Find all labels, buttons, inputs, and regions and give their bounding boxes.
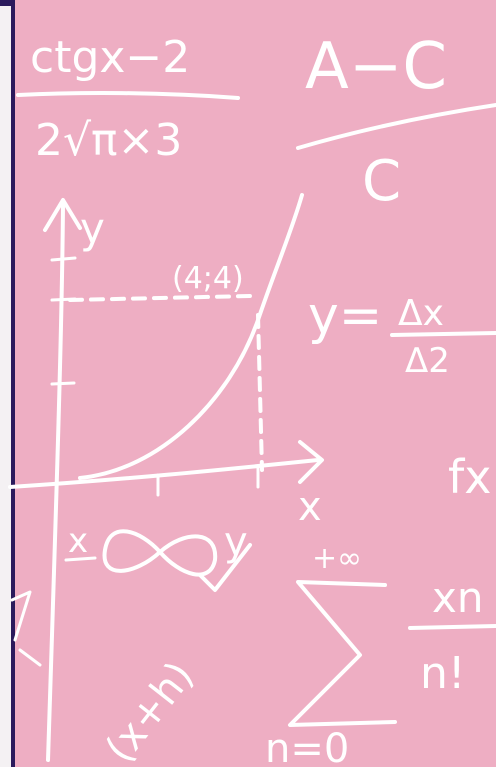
ac-fraction-bar <box>296 103 496 150</box>
infinity-symbol <box>102 529 218 577</box>
infinity-check-mark <box>198 543 252 592</box>
edge-mark <box>10 590 32 642</box>
sum-fraction-bar <box>408 624 496 630</box>
delta-denominator: Δ2 <box>405 341 450 381</box>
y-axis-arrow <box>43 198 82 232</box>
x-axis <box>8 458 320 489</box>
sum-lower-limit: n=0 <box>265 726 349 767</box>
infinity-x-underline <box>64 556 97 562</box>
y-tick <box>50 381 76 386</box>
y-axis <box>46 203 65 762</box>
ctg-numerator: ctgx−2 <box>30 32 190 83</box>
ctg-fraction-bar <box>16 91 240 100</box>
vertical-guide <box>256 313 264 472</box>
delta-numerator: Δx <box>398 293 444 334</box>
delta-lhs: y= <box>308 286 382 346</box>
ac-numerator: A−C <box>305 30 447 104</box>
sum-numerator: xn <box>432 573 483 622</box>
horizontal-guide <box>68 294 252 302</box>
delta-fraction-bar <box>390 331 496 337</box>
x-axis-arrow <box>298 440 324 484</box>
function-curve <box>78 193 304 480</box>
left-panel-edge <box>0 0 15 767</box>
x-axis-label: x <box>298 484 322 530</box>
sigma-symbol <box>288 580 397 727</box>
rotated-expression: (x+h) <box>97 653 203 767</box>
point-label: (4;4) <box>172 261 244 296</box>
y-tick <box>50 256 77 262</box>
ctg-denominator: 2√π×3 <box>35 115 182 166</box>
fx-label: fx. <box>448 450 496 504</box>
infinity-y: y <box>224 519 248 565</box>
infinity-x: x <box>68 521 88 561</box>
sum-denominator: n! <box>420 648 466 699</box>
edge-mark <box>18 648 42 667</box>
ac-denominator: C <box>362 149 401 214</box>
sum-upper-limit: +∞ <box>312 541 362 576</box>
y-axis-label: y <box>80 204 105 253</box>
